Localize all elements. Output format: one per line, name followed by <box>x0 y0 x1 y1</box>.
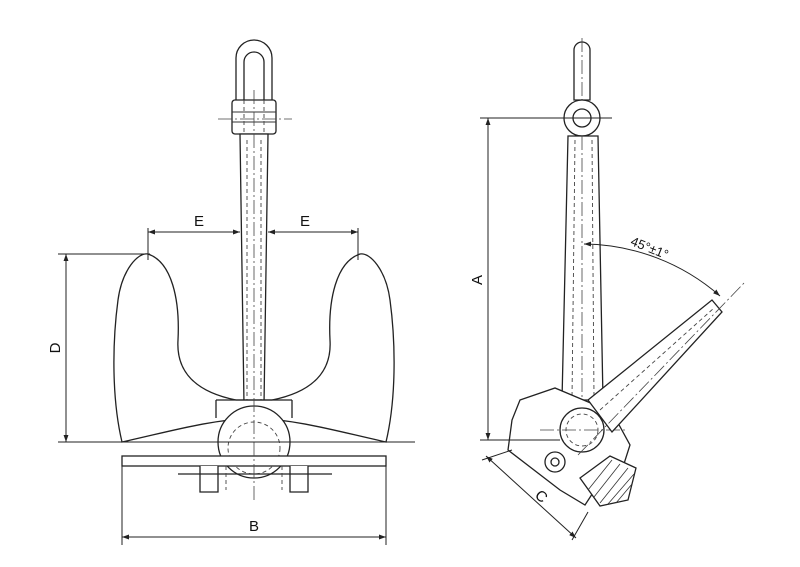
label-c: C <box>531 487 551 507</box>
side-shank <box>561 135 604 445</box>
dimension-e: E E <box>147 213 359 260</box>
dimension-angle: 45°±1° <box>583 234 721 297</box>
dimension-d: D <box>47 253 415 443</box>
dimension-b: B <box>121 466 387 545</box>
label-e-right: E <box>300 213 310 230</box>
side-view: A 45°±1° C <box>469 38 746 541</box>
side-fluke-arm <box>577 281 746 456</box>
label-b: B <box>249 518 259 535</box>
label-d: D <box>47 342 64 353</box>
side-shackle <box>558 38 610 137</box>
label-a: A <box>469 275 486 285</box>
front-view: E E D B <box>47 39 415 545</box>
shackle <box>218 39 292 135</box>
label-angle: 45°±1° <box>629 234 671 263</box>
dimension-a: A <box>469 117 612 441</box>
label-e-left: E <box>194 213 204 230</box>
side-fluke-tip <box>579 455 637 507</box>
